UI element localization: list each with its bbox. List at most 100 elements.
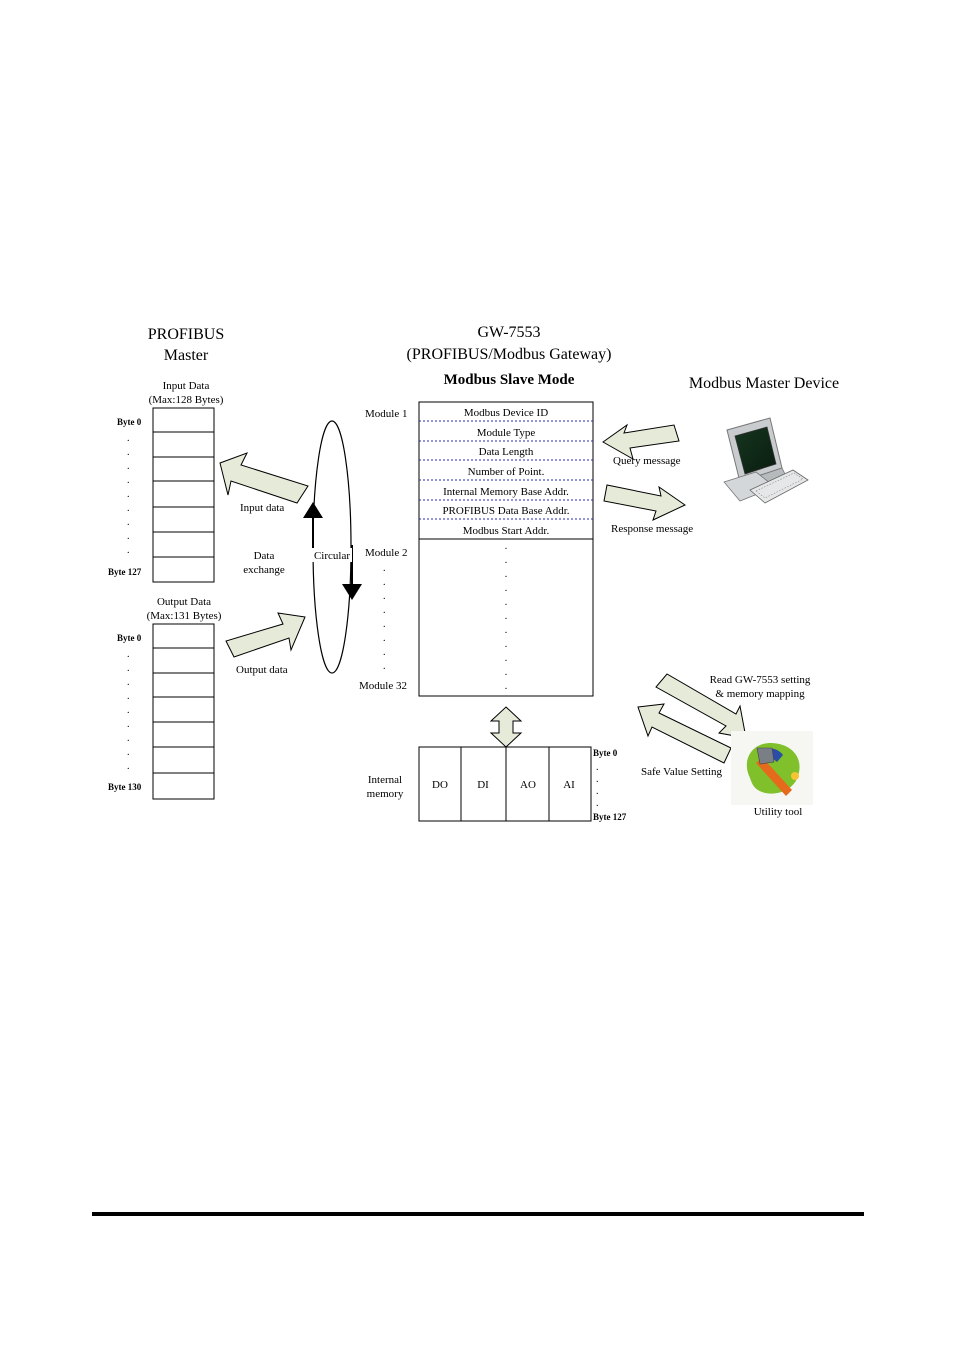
module-2-label: Module 2 xyxy=(365,547,407,559)
svg-text:.: . xyxy=(127,447,130,458)
svg-text:.: . xyxy=(383,619,386,630)
svg-text:.: . xyxy=(505,597,508,608)
svg-text:.: . xyxy=(596,798,599,809)
profibus-title: PROFIBUS xyxy=(148,326,224,343)
memory-double-arrow xyxy=(489,706,523,748)
module-table xyxy=(418,401,594,697)
internal-memory-label-2: memory xyxy=(367,788,404,800)
svg-text:.: . xyxy=(505,639,508,650)
svg-text:.: . xyxy=(505,583,508,594)
response-message-arrow xyxy=(603,484,686,521)
svg-text:.: . xyxy=(505,681,508,692)
svg-text:.: . xyxy=(127,475,130,486)
svg-text:.: . xyxy=(127,677,130,688)
profibus-subtitle: Master xyxy=(164,347,209,364)
safe-value-label: Safe Value Setting xyxy=(641,766,723,778)
svg-text:.: . xyxy=(127,705,130,716)
memory-byte-last: Byte 127 xyxy=(593,812,627,822)
svg-text:.: . xyxy=(383,577,386,588)
svg-text:.: . xyxy=(127,461,130,472)
input-data-label: Input data xyxy=(240,502,284,514)
svg-text:.: . xyxy=(383,661,386,672)
read-setting-label: Read GW-7553 setting xyxy=(710,674,811,686)
memory-byte-dots: .... xyxy=(596,762,599,809)
output-data-title: Output Data xyxy=(157,596,211,608)
field-number-of-point: Number of Point. xyxy=(468,466,545,478)
internal-memory-label: Internal xyxy=(368,774,402,786)
module-table-dots: ... ... ... .. xyxy=(505,541,508,692)
output-data-max: (Max:131 Bytes) xyxy=(147,610,222,622)
field-internal-memory-base: Internal Memory Base Addr. xyxy=(443,486,569,498)
footer-rule xyxy=(92,1212,864,1216)
input-byte-first: Byte 0 xyxy=(117,417,142,427)
memory-cell-do: DO xyxy=(432,779,448,791)
output-data-label: Output data xyxy=(236,664,288,676)
gateway-title: GW-7553 xyxy=(477,324,540,341)
internal-memory-table xyxy=(418,746,592,822)
input-byte-dots: ... ... ... xyxy=(127,433,130,556)
input-byte-last: Byte 127 xyxy=(108,567,142,577)
svg-text:.: . xyxy=(383,633,386,644)
field-data-length: Data Length xyxy=(479,446,534,458)
field-modbus-device-id: Modbus Device ID xyxy=(464,407,548,419)
query-message-arrow xyxy=(602,423,680,461)
svg-text:.: . xyxy=(127,761,130,772)
svg-text:.: . xyxy=(505,667,508,678)
svg-text:.: . xyxy=(127,545,130,556)
memory-cell-ai: AI xyxy=(563,779,575,791)
safe-value-arrow xyxy=(637,703,732,764)
svg-text:.: . xyxy=(127,719,130,730)
output-data-arrow xyxy=(225,612,306,658)
response-message-label: Response message xyxy=(611,523,693,535)
svg-text:.: . xyxy=(383,591,386,602)
output-byte-first: Byte 0 xyxy=(117,633,142,643)
field-modbus-start-addr: Modbus Start Addr. xyxy=(463,525,550,537)
svg-text:.: . xyxy=(505,653,508,664)
memory-cell-di: DI xyxy=(477,779,489,791)
read-setting-arrow xyxy=(655,673,747,739)
query-message-label: Query message xyxy=(613,455,681,467)
svg-text:.: . xyxy=(127,691,130,702)
svg-text:.: . xyxy=(127,531,130,542)
module-32-label: Module 32 xyxy=(359,680,407,692)
computer-icon xyxy=(723,417,809,504)
utility-tool-label: Utility tool xyxy=(754,806,803,818)
svg-text:.: . xyxy=(127,663,130,674)
input-data-title: Input Data xyxy=(163,380,210,392)
circular-exchange-ellipse xyxy=(312,420,352,674)
read-setting-label-2: & memory mapping xyxy=(715,688,805,700)
output-data-table xyxy=(152,623,215,800)
modbus-master-title: Modbus Master Device xyxy=(689,375,839,392)
input-data-arrow xyxy=(219,452,309,504)
input-data-max: (Max:128 Bytes) xyxy=(149,394,224,406)
output-byte-last: Byte 130 xyxy=(108,782,142,792)
svg-text:.: . xyxy=(505,555,508,566)
utility-tool-icon xyxy=(731,731,813,805)
svg-text:.: . xyxy=(127,503,130,514)
svg-text:.: . xyxy=(127,649,130,660)
svg-text:.: . xyxy=(127,747,130,758)
svg-text:.: . xyxy=(505,625,508,636)
module-dots: ... ... .. xyxy=(383,563,386,672)
gateway-subtitle: (PROFIBUS/Modbus Gateway) xyxy=(407,346,612,363)
data-exchange-label: Data xyxy=(254,550,275,562)
svg-text:.: . xyxy=(596,774,599,785)
svg-text:.: . xyxy=(596,786,599,797)
svg-text:.: . xyxy=(127,517,130,528)
field-profibus-data-base: PROFIBUS Data Base Addr. xyxy=(442,505,569,517)
svg-text:.: . xyxy=(505,569,508,580)
svg-text:.: . xyxy=(596,762,599,773)
circular-label: Circular xyxy=(314,550,350,562)
svg-text:.: . xyxy=(505,541,508,552)
data-exchange-label-2: exchange xyxy=(243,564,285,576)
svg-text:.: . xyxy=(127,433,130,444)
svg-text:.: . xyxy=(383,605,386,616)
svg-text:.: . xyxy=(383,563,386,574)
memory-byte-first: Byte 0 xyxy=(593,748,618,758)
svg-text:.: . xyxy=(127,489,130,500)
svg-text:.: . xyxy=(127,733,130,744)
svg-text:.: . xyxy=(505,611,508,622)
module-1-label: Module 1 xyxy=(365,408,407,420)
svg-text:.: . xyxy=(383,647,386,658)
